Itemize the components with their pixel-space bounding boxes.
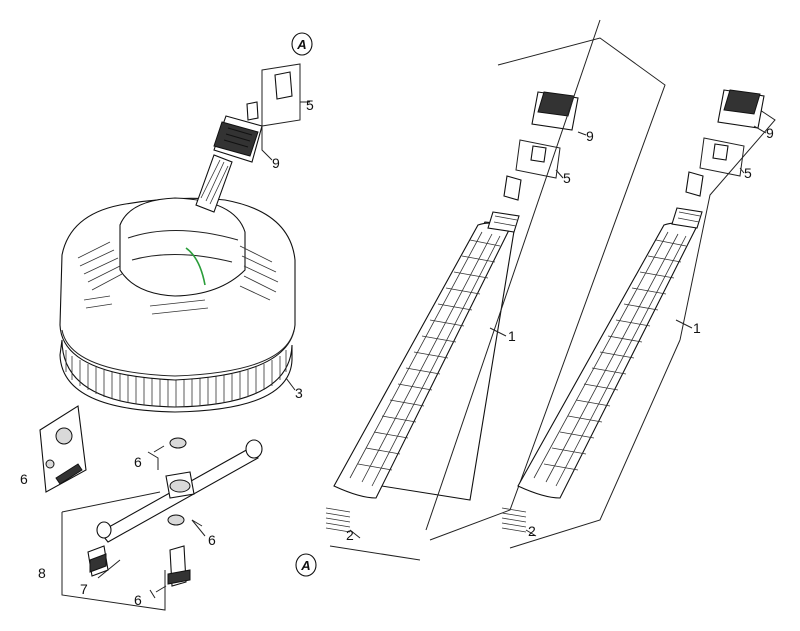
callout-1-right: 1: [693, 320, 701, 336]
extension-lance-right: [425, 19, 776, 549]
callout-6-upper: 6: [134, 454, 142, 470]
callout-1-middle: 1: [508, 328, 516, 344]
spring-part-2-right: [501, 507, 527, 533]
extension-lance-middle: [325, 37, 666, 561]
connection-marker-a-bottom-icon: A: [295, 553, 317, 577]
callout-7: 7: [80, 581, 88, 597]
connection-marker-a-icon: A: [291, 32, 313, 56]
brush-ring-part-3: [59, 339, 293, 413]
hose-accent: [185, 247, 206, 286]
marker-bottom-label: A: [300, 558, 310, 573]
callout-2-right: 2: [528, 523, 536, 539]
callout-6-right: 6: [208, 532, 216, 548]
callout-9-right: 9: [766, 125, 774, 141]
spray-arm-assembly: [87, 437, 263, 587]
callout-labels: 5 9 3 6 6 6 6 7 8 9 5 1 2 9 5 1 2: [20, 97, 774, 608]
callout-8: 8: [38, 565, 46, 581]
spring-part-2-middle: [325, 507, 351, 533]
surface-cleaner-assembly: A: [59, 32, 313, 413]
callout-leaders: [153, 125, 767, 593]
marker-top-label: A: [296, 37, 306, 52]
cleaner-handle: [195, 115, 263, 213]
callout-6-bottom: 6: [134, 592, 142, 608]
coupling-clip-part-5-cleaner: [246, 63, 301, 127]
callout-5-cleaner: 5: [306, 97, 314, 113]
cleaner-housing: [59, 197, 296, 381]
callout-3: 3: [295, 385, 303, 401]
callout-5-right: 5: [744, 165, 752, 181]
callout-9-cleaner: 9: [272, 155, 280, 171]
callout-9-middle: 9: [586, 128, 594, 144]
callout-5-middle: 5: [563, 170, 571, 186]
nozzle-card: [39, 405, 87, 493]
callout-2-middle: 2: [346, 527, 354, 543]
callout-6-left: 6: [20, 471, 28, 487]
